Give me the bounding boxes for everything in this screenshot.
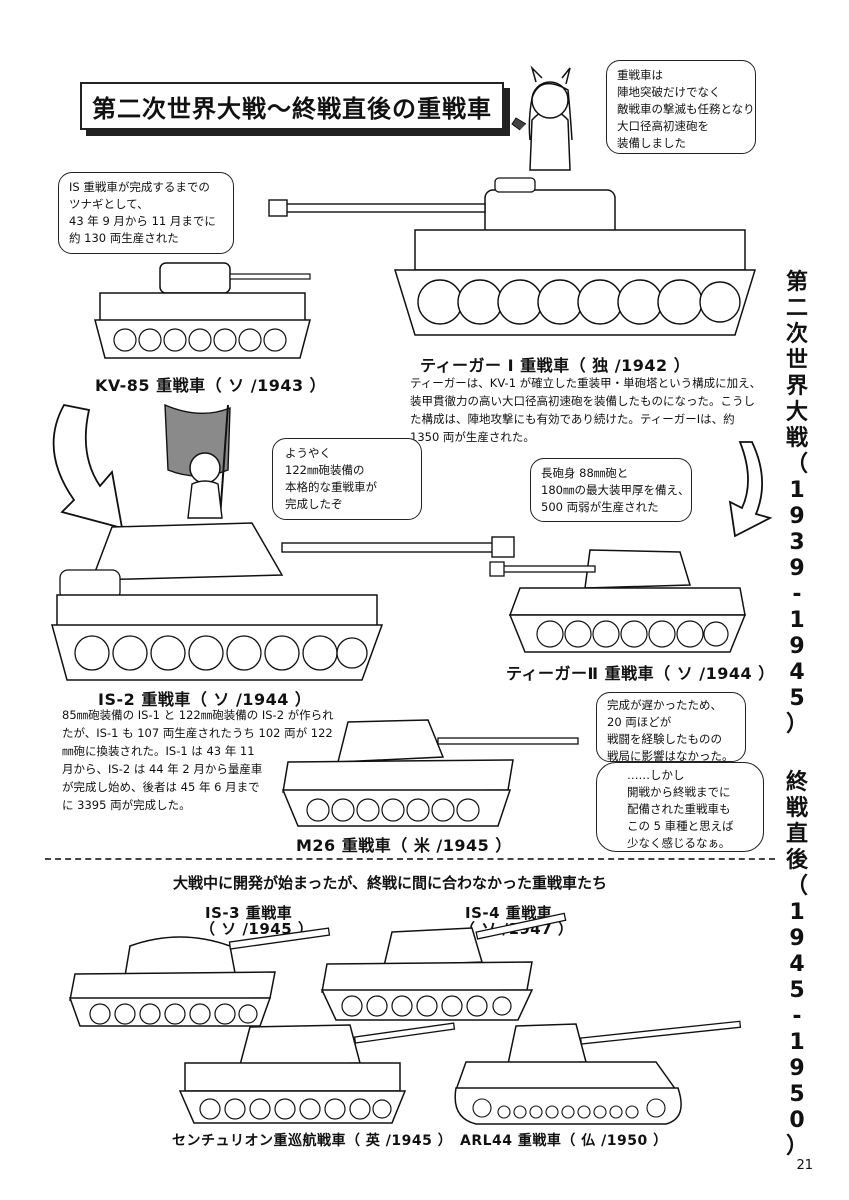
speech-bubble-girl: 重戦車は陣地突破だけでなく敵戦車の撃滅も任務となり大口径高初速砲を装備しました [606, 60, 756, 154]
caption-arl44: ARL44 重戦車（ 仏 /1950 ） [460, 1133, 668, 1149]
tiger2-tank-illustration [489, 549, 747, 653]
centurion-tank-illustration [178, 1022, 456, 1124]
caption-is4-name: IS-4 重戦車 [465, 904, 553, 922]
kv85-tank-illustration [94, 262, 311, 359]
caption-kv85: KV-85 重戦車（ ソ /1943 ） [95, 376, 327, 395]
section-divider [45, 858, 775, 860]
is4-tank-illustration [320, 912, 567, 1021]
caption-is3-name: IS-3 重戦車 [205, 904, 293, 922]
description-tiger1: ティーガーは、KV-1 が確立した重装甲・単砲塔という構成に加え、装甲貫徹力の高… [410, 376, 762, 444]
arl44-tank-illustration [454, 1020, 742, 1125]
caption-m26: M26 重戦車（ 米 /1945 ） [296, 836, 512, 855]
caption-is3-meta: （ ソ /1945 ） [200, 920, 314, 938]
girl-flag-illustration [150, 400, 270, 520]
is3-tank-illustration [68, 927, 331, 1027]
curved-arrow-right [728, 441, 773, 538]
girl-commander-illustration [510, 60, 590, 180]
caption-tiger1: ティーガー Ⅰ 重戦車（ 独 /1942 ） [420, 356, 691, 375]
tiger1-tank-illustration [268, 177, 757, 336]
caption-is2: IS-2 重戦車（ ソ /1944 ） [98, 690, 312, 709]
speech-bubble-m26-top: 完成が遅かったため、20 両ほどが戦闘を経験したものの戦局に影響はなかった。 [596, 692, 746, 763]
description-is2: 85㎜砲装備の IS-1 と 122㎜砲装備の IS-2 が作られたが、IS-1… [62, 708, 334, 812]
page-number: 21 [796, 1158, 813, 1173]
caption-centurion: センチュリオン重巡航戦車（ 英 /1945 ） [172, 1133, 453, 1149]
m26-tank-illustration [281, 719, 579, 827]
caption-tiger2: ティーガーⅡ 重戦車（ ソ /1944 ） [506, 664, 775, 683]
section2-heading: 大戦中に開発が始まったが、終戦に間に合わなかった重戦車たち [172, 874, 608, 892]
page-title: 第二次世界大戦～終戦直後の重戦車 [80, 82, 504, 130]
speech-bubble-kv85: IS 重戦車が完成するまでのツナギとして、43 年 9 月から 11 月までに約… [58, 172, 234, 254]
speech-bubble-m26-bottom: ……しかし開戦から終戦までに配備された重戦車もこの 5 車種と思えば少なく感じる… [596, 762, 764, 852]
is2-tank-illustration [51, 522, 515, 681]
